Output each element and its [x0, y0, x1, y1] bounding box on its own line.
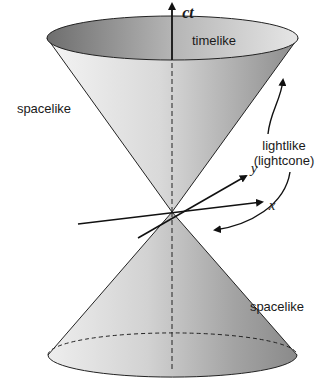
axis-label: ct — [182, 5, 194, 20]
region-label: timelike — [192, 33, 236, 48]
axis-label: x — [269, 198, 276, 213]
region-label: spacelike — [17, 101, 71, 116]
region-label: spacelike — [250, 299, 304, 314]
axis-label: y — [251, 161, 258, 176]
